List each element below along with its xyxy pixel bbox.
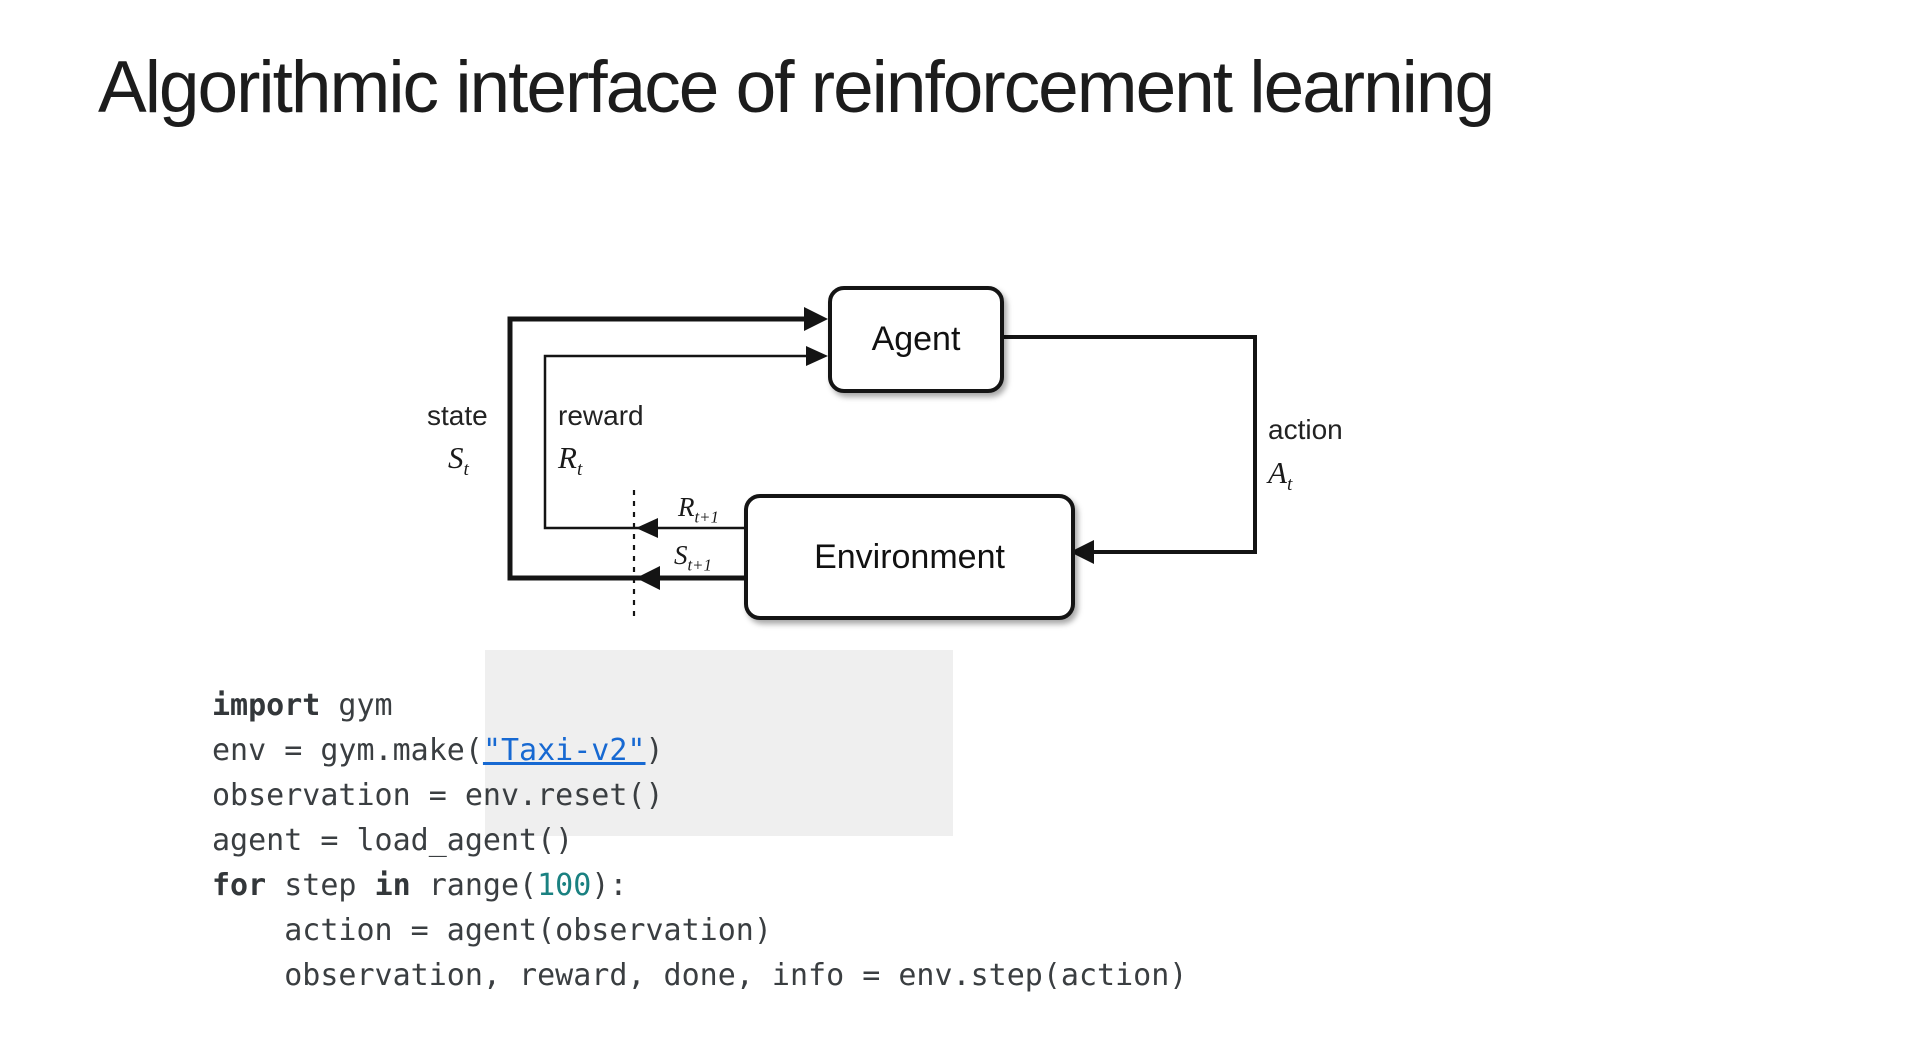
code-segment: action = agent(observation): [212, 913, 772, 948]
next-reward-arrowhead: [636, 518, 658, 538]
code-line: observation = env.reset(): [212, 773, 1187, 818]
reward-symbol: Rt: [558, 440, 583, 481]
code-segment: import: [212, 688, 321, 723]
action-symbol: At: [1268, 455, 1293, 496]
code-line: for step in range(100):: [212, 863, 1187, 908]
code-segment: gym: [320, 688, 393, 723]
code-segment: ):: [591, 868, 628, 903]
reward-label: reward: [558, 400, 644, 431]
state-arrowhead: [804, 307, 828, 331]
code-line: import gym: [212, 683, 1187, 728]
agent-box: Agent: [828, 286, 1004, 393]
reward-arrowhead: [806, 346, 828, 366]
agent-label: Agent: [871, 320, 961, 358]
code-segment: step: [266, 868, 375, 903]
state-label: state: [427, 400, 488, 431]
next-reward-symbol: Rt+1: [678, 492, 719, 527]
next-state-arrowhead: [636, 566, 660, 590]
code-segment: in: [374, 868, 411, 903]
state-symbol: St: [448, 440, 469, 481]
code-line: action = agent(observation): [212, 908, 1187, 953]
environment-label: Environment: [814, 537, 1005, 576]
slide-title: Algorithmic interface of reinforcement l…: [98, 47, 1495, 128]
next-state-symbol: St+1: [674, 540, 712, 575]
code-line: agent = load_agent(): [212, 818, 1187, 863]
code-line: env = gym.make("Taxi-v2"): [212, 728, 1187, 773]
action-label: action: [1268, 414, 1343, 445]
code-segment: 100: [537, 868, 592, 903]
code-segment: range(: [410, 868, 538, 903]
code-segment: env = gym.make(: [212, 733, 483, 768]
code-segment: agent = load_agent(): [212, 823, 574, 858]
code-segment: ): [645, 733, 664, 768]
code-line: observation, reward, done, info = env.st…: [212, 953, 1187, 998]
code-segment: observation, reward, done, info = env.st…: [212, 958, 1188, 993]
code-backdrop: [485, 650, 953, 836]
code-segment: observation = env.reset(): [212, 778, 664, 813]
code-segment: for: [212, 868, 267, 903]
code-link-taxi-v2[interactable]: "Taxi-v2": [482, 733, 646, 768]
environment-box: Environment: [744, 494, 1075, 620]
